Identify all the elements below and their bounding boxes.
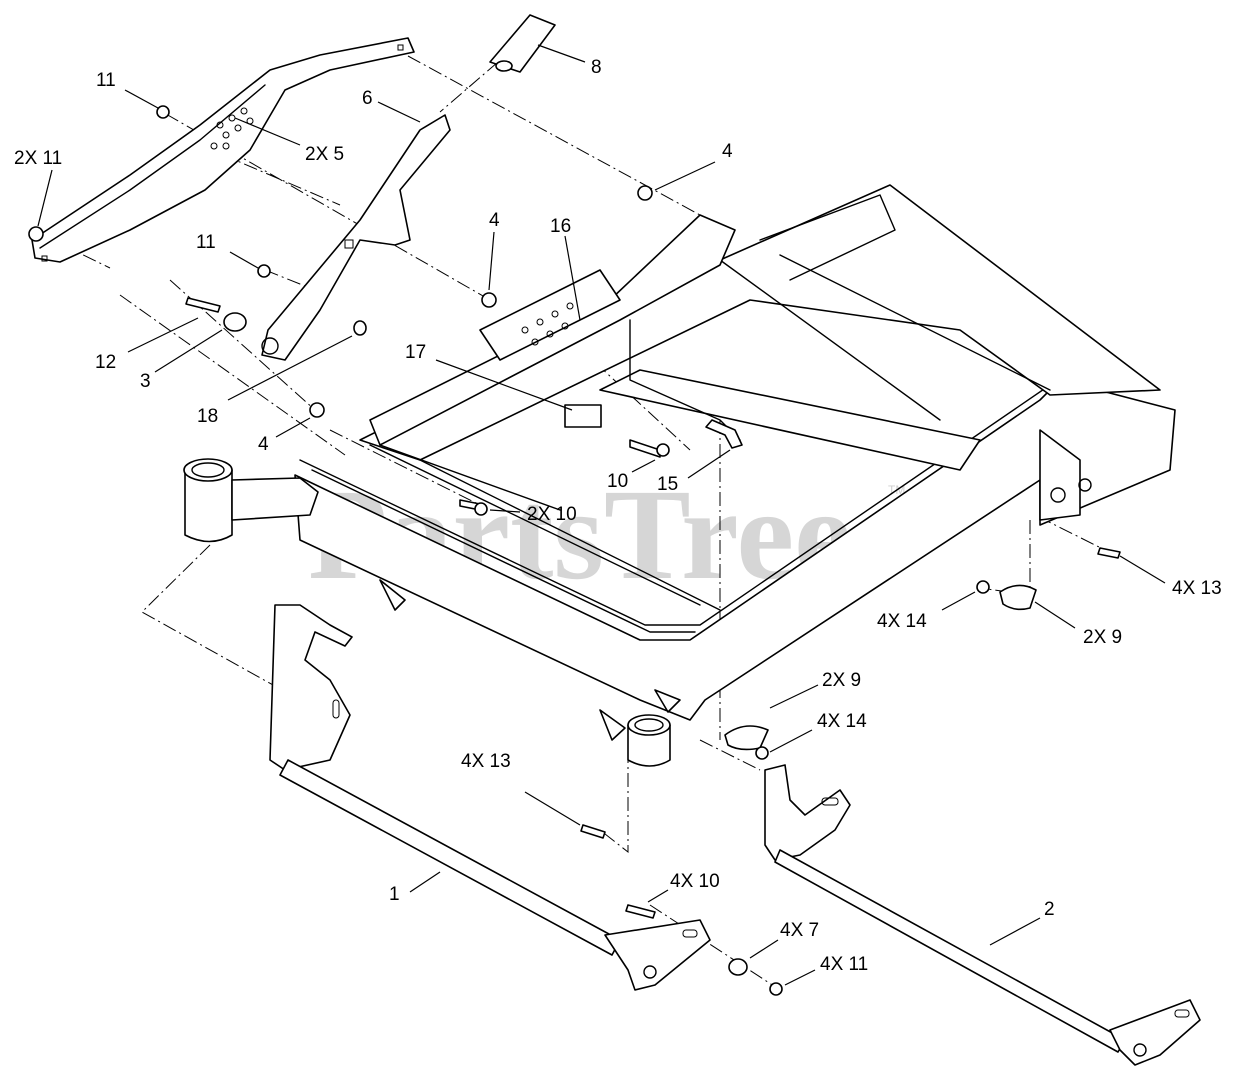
callout-12: 12 — [95, 352, 116, 373]
callout-4-middle: 4 — [489, 210, 500, 231]
callout-8: 8 — [591, 57, 602, 78]
callout-16: 16 — [550, 216, 571, 237]
part-2-lift-arm-right — [764, 764, 1201, 1066]
callout-4x-14-left: 4X 14 — [817, 711, 867, 732]
callout-4x-7: 4X 7 — [780, 920, 819, 941]
callout-4-top: 4 — [722, 141, 733, 162]
callout-3: 3 — [140, 371, 151, 392]
callout-11-top: 11 — [96, 70, 116, 91]
callout-6: 6 — [362, 88, 373, 109]
part-6-lever — [261, 114, 451, 361]
callout-2x-9-right: 2X 9 — [1083, 627, 1122, 648]
callout-17: 17 — [405, 342, 426, 363]
callout-11-middle: 11 — [196, 232, 216, 253]
callout-4-bottom: 4 — [258, 434, 269, 455]
callout-15: 15 — [657, 474, 678, 495]
callout-10: 10 — [607, 471, 628, 492]
part-16-hitch-plate — [479, 269, 621, 361]
callout-2x-11: 2X 11 — [14, 148, 62, 169]
part-17-decal — [564, 404, 602, 428]
callout-labels: 11 2X 11 2X 5 6 8 4 11 4 16 12 3 17 18 4… — [14, 57, 1222, 975]
caster-mount-right — [627, 714, 671, 767]
callout-2x-10: 2X 10 — [527, 504, 577, 525]
part-1-lift-arm-left — [269, 604, 711, 991]
callout-4x-11: 4X 11 — [820, 954, 868, 975]
caster-mount-left — [183, 458, 319, 543]
callout-1: 1 — [389, 884, 400, 905]
callout-2x-9-left: 2X 9 — [822, 670, 861, 691]
callout-4x-13-right: 4X 13 — [1172, 578, 1222, 599]
part-8-handle-grip — [489, 14, 556, 73]
hardware-parts — [28, 105, 1121, 996]
callout-4x-13-left: 4X 13 — [461, 751, 511, 772]
callout-4x-14-right: 4X 14 — [877, 611, 927, 632]
leader-lines — [37, 44, 1166, 986]
callout-2x-5: 2X 5 — [305, 144, 344, 165]
callout-2: 2 — [1044, 899, 1055, 920]
callout-4x-10: 4X 10 — [670, 871, 720, 892]
callout-18: 18 — [197, 406, 218, 427]
